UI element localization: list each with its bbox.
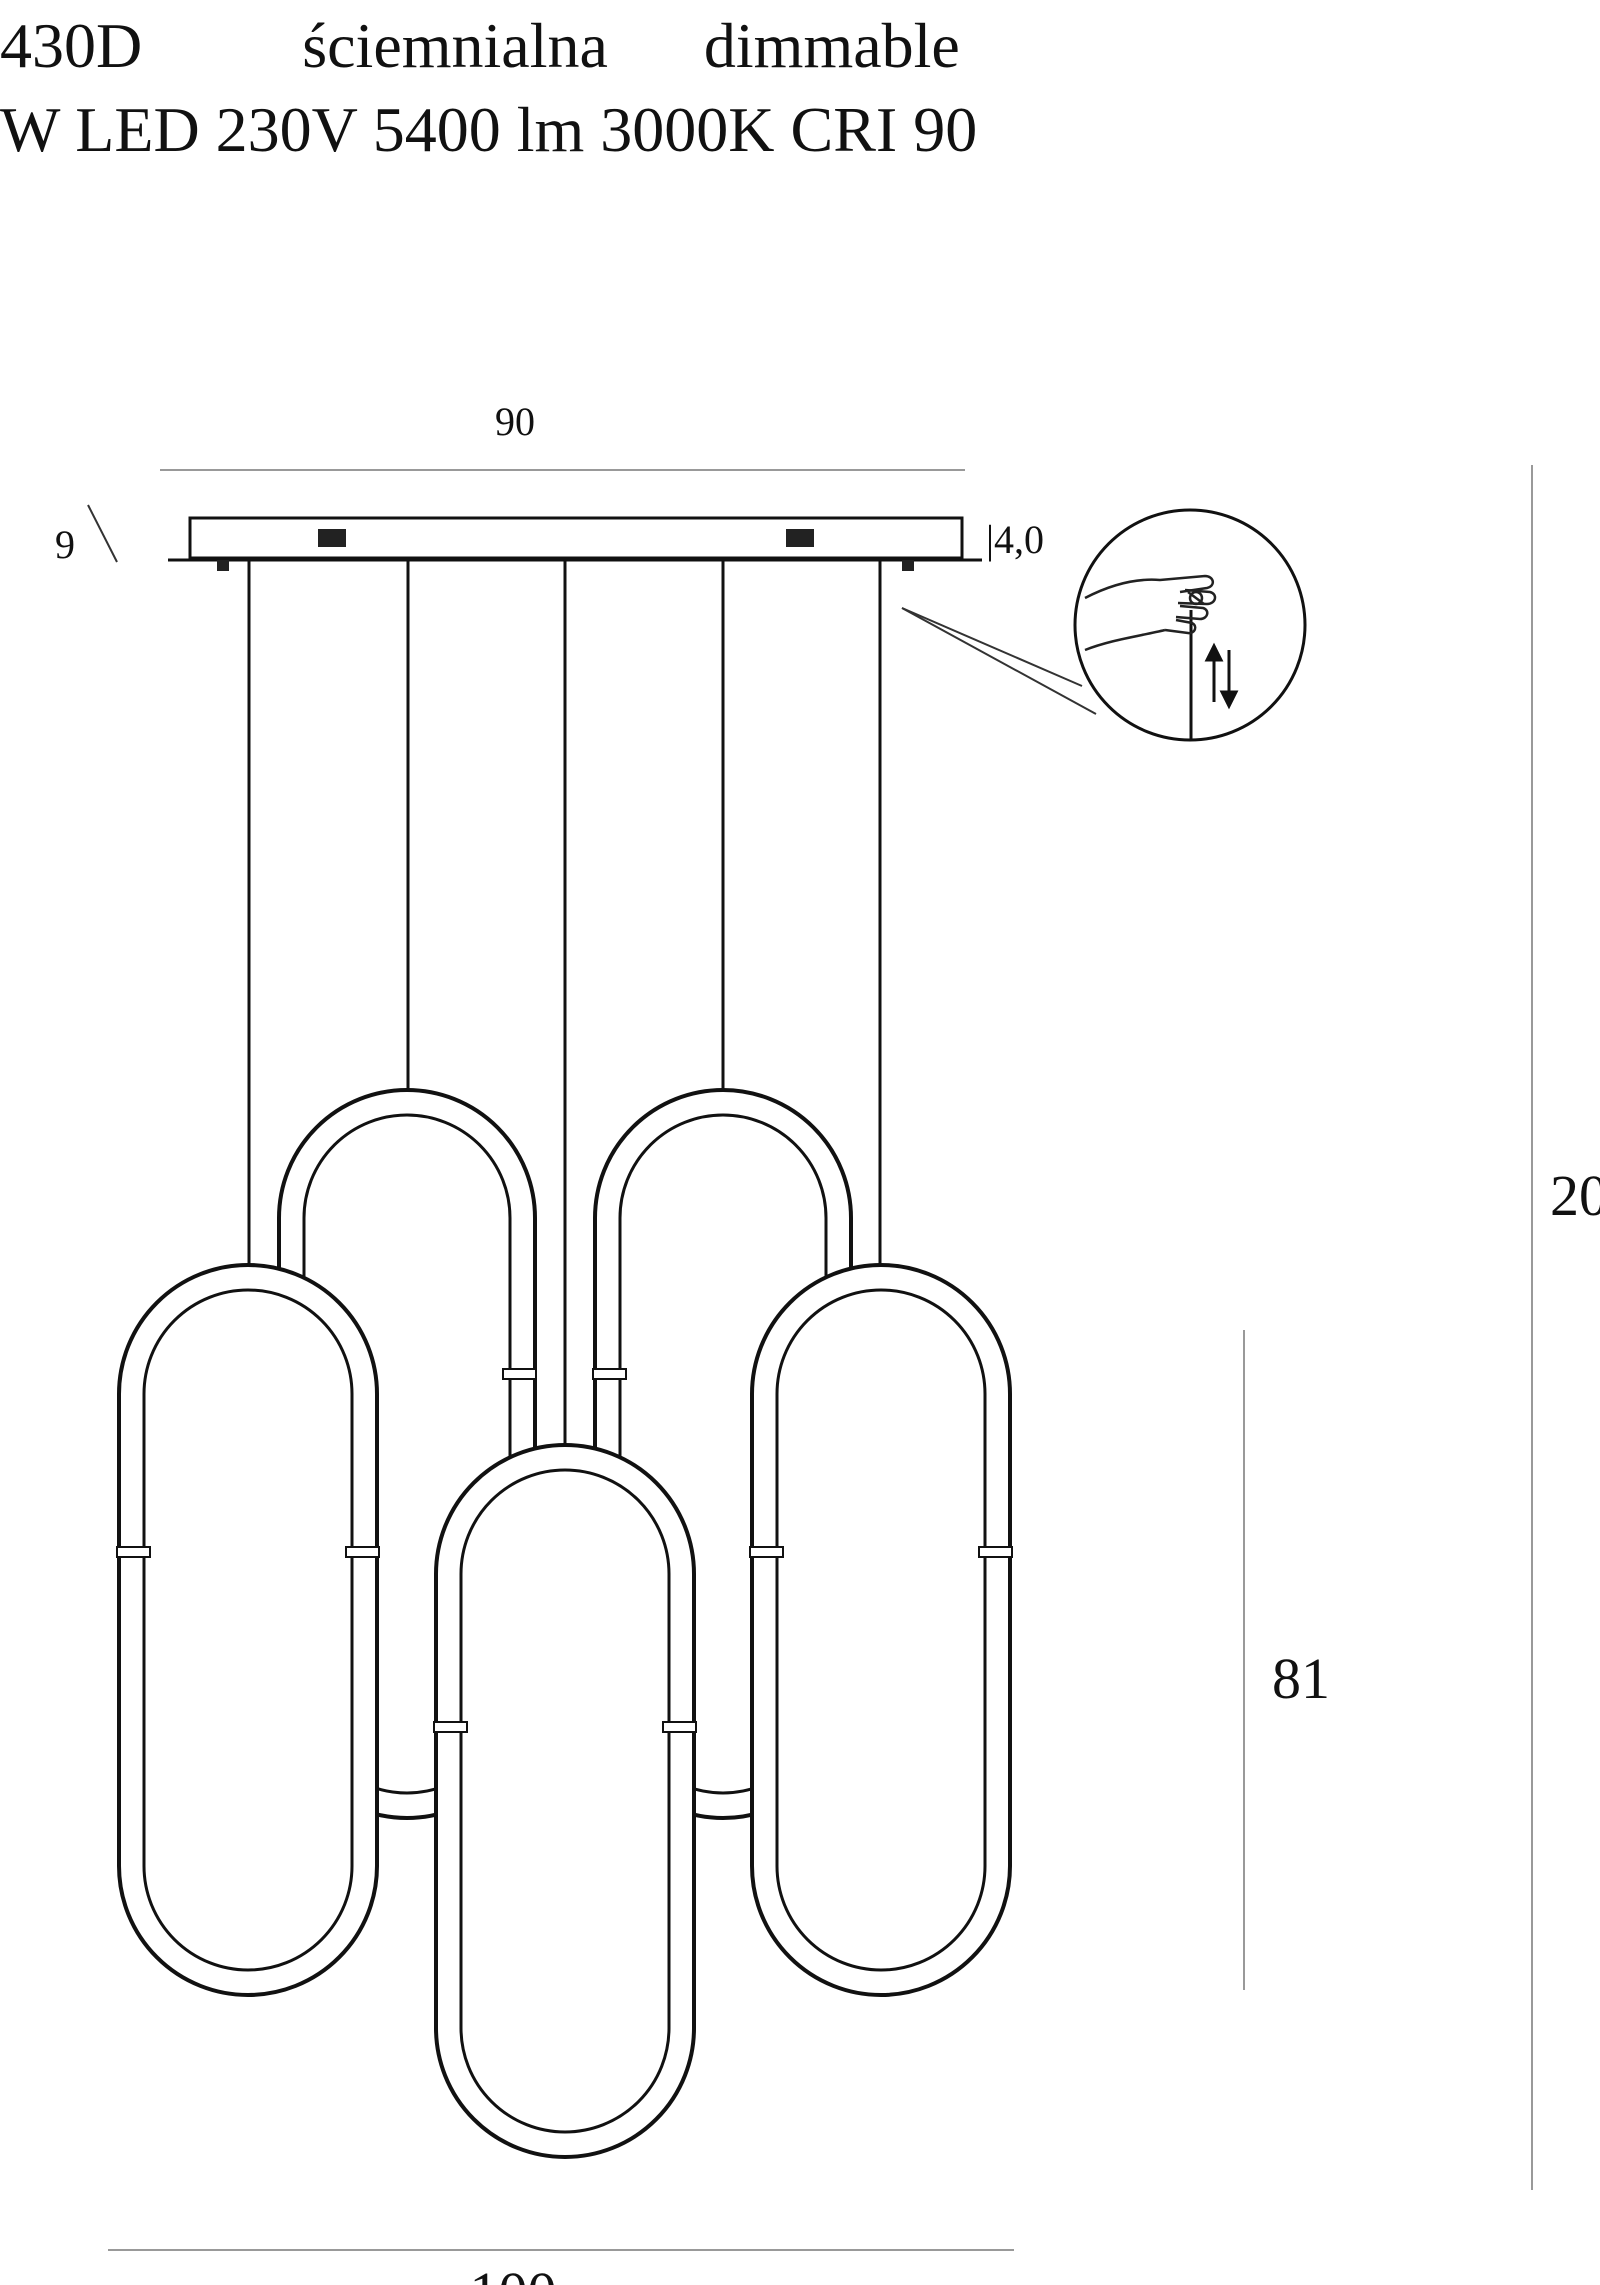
canopy-mount-slot-right — [786, 529, 814, 547]
led-ring-left — [116, 1263, 380, 1997]
ceiling-canopy — [188, 516, 964, 560]
header-line-model: 430D ściemnialna dimmable — [0, 10, 960, 81]
ring-height-label: 81 — [1272, 1646, 1330, 1711]
suspension-cables — [247, 560, 882, 1445]
depth-dimension-label: 9 — [55, 522, 75, 567]
cable-clamp-right — [902, 560, 914, 571]
cable-adjust-detail — [901, 508, 1307, 742]
total-width-label: 100 — [470, 2260, 557, 2285]
cable-clamp-left — [217, 560, 229, 571]
up-down-arrows-icon — [1204, 642, 1239, 710]
depth-indicator-line — [87, 504, 118, 563]
led-ring-right — [749, 1263, 1013, 1997]
width-dimension-label: 90 — [495, 399, 535, 444]
led-ring-center — [433, 1443, 697, 2159]
total-height-label: 20 — [1550, 1163, 1600, 1228]
canopy-mount-slot-left — [318, 529, 346, 547]
canopy-height-label: |4,0 — [986, 517, 1044, 562]
header-line-specs: W LED 230V 5400 lm 3000K CRI 90 — [0, 94, 978, 165]
hand-icon — [1084, 574, 1217, 652]
